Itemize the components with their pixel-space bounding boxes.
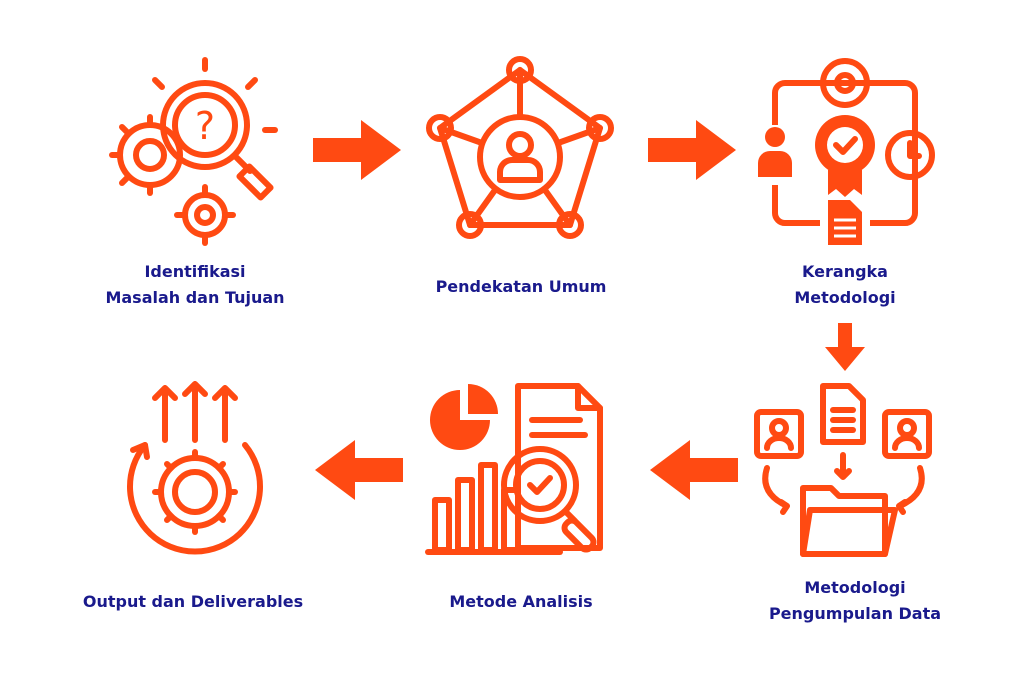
arrow-left-icon	[650, 440, 738, 500]
arrow-left-icon	[315, 440, 403, 500]
gears-magnifier-question-icon: ?	[109, 57, 278, 246]
step-label-pendekatan: Pendekatan Umum	[436, 274, 607, 300]
network-person-icon	[426, 56, 614, 239]
label-line: Pendekatan Umum	[435, 277, 607, 296]
output-gear-arrows-icon	[127, 381, 263, 555]
label-line: Kerangka	[802, 262, 888, 281]
arrow-right-icon	[313, 120, 401, 180]
label-line: Identifikasi	[144, 262, 246, 281]
analysis-report-icon	[425, 383, 603, 555]
label-line: Pengumpulan Data	[768, 604, 942, 623]
label-line: Metodologi	[804, 578, 906, 597]
data-collection-folder-icon	[754, 383, 932, 557]
label-line: Output dan Deliverables	[82, 592, 304, 611]
arrow-right-icon	[648, 120, 736, 180]
step-label-output: Output dan Deliverables	[83, 589, 303, 615]
step-label-metode-analisis: Metode Analisis	[449, 589, 592, 615]
arrow-down-icon	[825, 323, 865, 371]
label-line: Metode Analisis	[449, 592, 593, 611]
label-line: Masalah dan Tujuan	[105, 288, 285, 307]
framework-cycle-icon	[755, 58, 935, 245]
label-line: Metodologi	[794, 288, 896, 307]
question-mark-icon: ?	[195, 104, 215, 148]
